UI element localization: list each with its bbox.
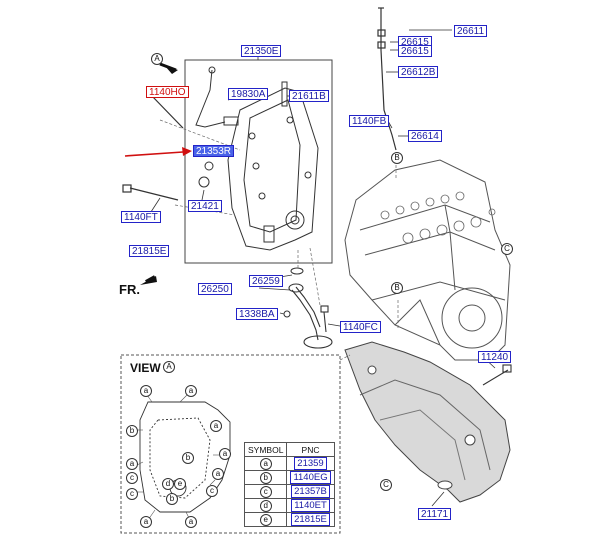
view-point-a: a <box>210 420 222 432</box>
table-header-pnc: PNC <box>286 442 335 457</box>
part-label-1140FC[interactable]: 1140FC <box>340 321 381 333</box>
view-panel-box <box>120 354 341 534</box>
cover-assembly-box <box>184 59 333 264</box>
part-label-11240[interactable]: 11240 <box>478 351 512 363</box>
oring-26259 <box>290 267 304 275</box>
part-label-1140FB[interactable]: 1140FB <box>349 115 390 127</box>
view-point-a: a <box>185 385 197 397</box>
part-label-1338BA[interactable]: 1338BA <box>236 308 278 320</box>
oring-21353R <box>204 161 214 171</box>
view-point-a: a <box>219 448 231 460</box>
bolt-1140FC-drawing <box>320 305 329 333</box>
part-label-1140FT[interactable]: 1140FT <box>121 211 161 223</box>
view-point-e: e <box>174 478 186 490</box>
part-label-26259[interactable]: 26259 <box>249 275 283 287</box>
part-label-21611B[interactable]: 21611B <box>289 90 329 102</box>
engine-block-drawing <box>344 159 511 361</box>
washer-1338BA <box>283 310 291 318</box>
marker-a-top: A <box>151 53 163 65</box>
table-header-symbol: SYMBOL <box>243 442 288 457</box>
table-symbol: c <box>259 485 272 498</box>
oring-21421 <box>198 176 210 188</box>
part-label-26612B[interactable]: 26612B <box>398 66 439 78</box>
timing-case-drawing <box>344 341 511 503</box>
view-point-b: b <box>182 452 194 464</box>
symbol-pnc-table: SYMBOL PNC a 21359 b 1140EG c 21357B d 1… <box>243 442 335 527</box>
marker-b-lower: B <box>391 282 403 294</box>
red-callout-arrow <box>124 147 192 157</box>
table-pnc-link[interactable]: 1140EG <box>290 471 331 484</box>
bolt-11240-drawing <box>482 364 512 386</box>
marker-c-bottom: C <box>380 479 392 491</box>
sensor-cable-drawing <box>195 66 239 128</box>
table-row: e 21815E <box>243 512 335 527</box>
table-symbol: d <box>259 499 272 512</box>
view-point-c: c <box>126 488 138 500</box>
table-pnc-link[interactable]: 21815E <box>291 513 330 526</box>
table-pnc-link[interactable]: 21359 <box>294 457 327 470</box>
view-point-d: d <box>162 478 174 490</box>
part-label-21350E[interactable]: 21350E <box>241 45 282 57</box>
table-symbol: e <box>259 513 272 526</box>
view-point-c: c <box>206 485 218 497</box>
view-point-a: a <box>126 458 138 470</box>
view-point-c: c <box>126 472 138 484</box>
view-direction-arrow-a <box>159 62 178 74</box>
part-label-26614[interactable]: 26614 <box>408 130 442 142</box>
table-symbol: a <box>259 457 272 470</box>
view-point-a: a <box>140 385 152 397</box>
engine-block-bolts <box>380 191 496 244</box>
view-point-b: b <box>166 493 178 505</box>
table-symbol: b <box>259 471 272 484</box>
part-label-26611[interactable]: 26611 <box>454 25 488 37</box>
part-label-19830A[interactable]: 19830A <box>228 88 269 100</box>
front-direction-label: FR. <box>119 282 140 297</box>
table-row: a 21359 <box>243 456 335 471</box>
part-label-21171[interactable]: 21171 <box>418 508 452 520</box>
timing-cover-drawing <box>227 87 319 251</box>
part-label-21421[interactable]: 21421 <box>188 200 222 212</box>
part-label-1140HO[interactable]: 1140HO <box>146 86 189 98</box>
table-row: c 21357B <box>243 484 335 499</box>
dipstick-drawing <box>377 7 397 151</box>
part-label-21353R[interactable]: 21353R <box>193 145 235 157</box>
marker-c-right: C <box>501 243 513 255</box>
marker-b-dipstick: B <box>391 152 403 164</box>
dowel-pin-drawing <box>281 81 288 107</box>
view-point-a: a <box>212 468 224 480</box>
view-point-a: a <box>185 516 197 528</box>
front-direction-arrow <box>140 275 157 285</box>
table-pnc-link[interactable]: 1140ET <box>291 499 330 512</box>
part-label-26615-lower[interactable]: 26615 <box>398 45 432 57</box>
view-point-a: a <box>140 516 152 528</box>
table-pnc-link[interactable]: 21357B <box>291 485 330 498</box>
part-label-26250[interactable]: 26250 <box>198 283 232 295</box>
table-row: d 1140ET <box>243 498 335 513</box>
table-row: b 1140EG <box>243 470 335 485</box>
view-title-marker: A <box>163 361 175 373</box>
view-point-b: b <box>126 425 138 437</box>
part-label-21815E[interactable]: 21815E <box>129 245 170 257</box>
oil-pickup-drawing <box>288 283 333 349</box>
bolt-1140FT-drawing <box>122 184 179 201</box>
view-title: VIEW <box>130 361 161 375</box>
